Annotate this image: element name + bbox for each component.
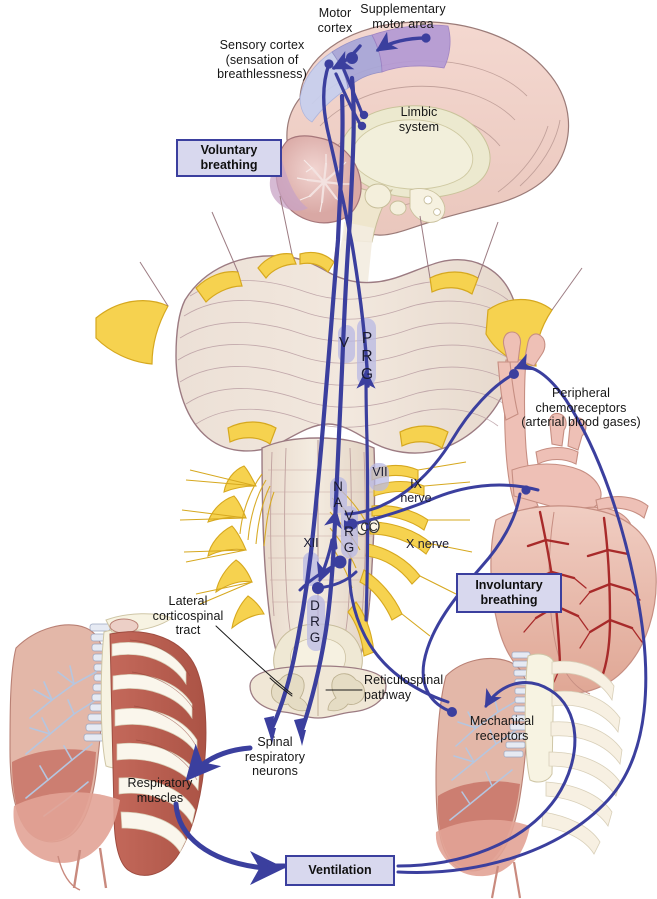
ventilation-box[interactable]: Ventilation — [285, 855, 395, 886]
neural-pathways — [173, 31, 648, 885]
brain-illustration — [269, 21, 570, 282]
nucleus-vii — [369, 463, 389, 491]
spinal-cord-cross-section — [249, 665, 387, 719]
heart-and-great-vessels-illustration — [490, 331, 657, 695]
left-thorax-illustration — [9, 613, 207, 891]
right-thorax-illustration — [435, 651, 623, 899]
involuntary-breathing-box[interactable]: Involuntary breathing — [456, 573, 562, 613]
voluntary-breathing-box[interactable]: Voluntary breathing — [176, 139, 282, 177]
nucleus-drg — [307, 595, 325, 651]
